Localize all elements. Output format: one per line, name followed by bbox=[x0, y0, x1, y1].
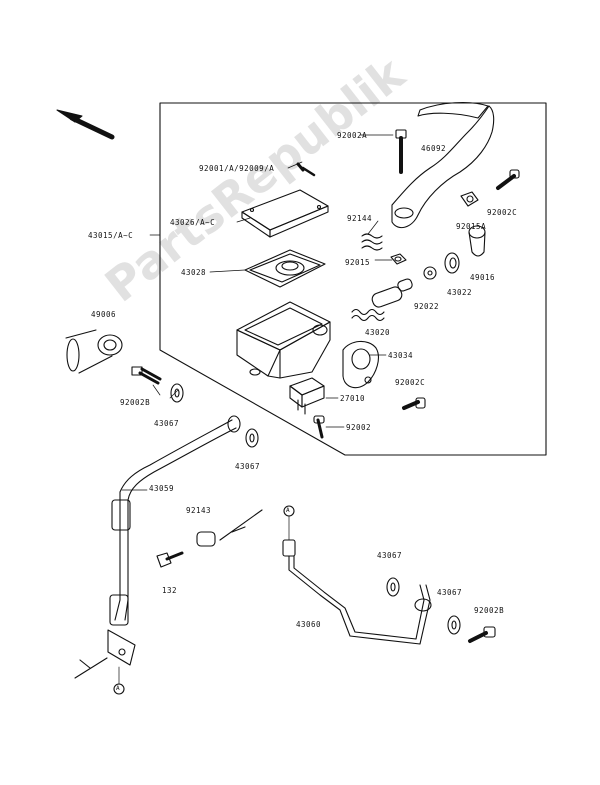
part-label-43067-a: 43067 bbox=[154, 419, 180, 428]
brake-pipe bbox=[282, 539, 432, 645]
part-label-92002A: 92002A bbox=[337, 131, 368, 140]
part-label-92015: 92015 bbox=[345, 258, 371, 267]
part-label-92002B: 92002B bbox=[120, 398, 151, 407]
diaphragm bbox=[244, 249, 326, 288]
brake-switch bbox=[289, 377, 325, 415]
part-label-43059: 43059 bbox=[149, 484, 175, 493]
marker-label-a-hose: A bbox=[116, 685, 121, 692]
brake-hose bbox=[74, 415, 241, 679]
part-label-92015A: 92015A bbox=[456, 222, 487, 231]
washer-43067-b bbox=[245, 428, 259, 448]
washer-43022 bbox=[444, 252, 460, 274]
banjo-bolt bbox=[131, 366, 162, 385]
part-label-43020: 43020 bbox=[365, 328, 391, 337]
part-label-43028: 43028 bbox=[181, 268, 207, 277]
part-label-92002C-top: 92002C bbox=[487, 208, 518, 217]
marker-label-a-pipe: A bbox=[286, 507, 291, 514]
part-label-27010: 27010 bbox=[340, 394, 366, 403]
bolt-92002A bbox=[395, 129, 407, 174]
part-label-43022: 43022 bbox=[447, 288, 473, 297]
banjo-bolt-bottom bbox=[468, 626, 496, 643]
piston-assembly bbox=[351, 278, 413, 322]
part-label-49006: 49006 bbox=[91, 310, 117, 319]
direction-arrow-icon bbox=[56, 109, 115, 140]
hose-guide bbox=[196, 509, 263, 547]
part-label-92002B-bottom: 92002B bbox=[474, 606, 505, 615]
part-label-49016: 49016 bbox=[470, 273, 496, 282]
part-label-92022: 92022 bbox=[414, 302, 440, 311]
part-label-43067-c: 43067 bbox=[377, 551, 403, 560]
bolt-92002C bbox=[496, 169, 520, 190]
spring bbox=[361, 233, 383, 251]
part-label-43067-d: 43067 bbox=[437, 588, 463, 597]
part-label-43015: 43015/A~C bbox=[88, 231, 134, 240]
assembly-frame bbox=[159, 102, 547, 456]
part-label-92002C-mid: 92002C bbox=[395, 378, 426, 387]
washer-43067-a bbox=[170, 383, 184, 403]
part-label-43026: 43026/A~C bbox=[170, 218, 216, 227]
reservoir-cap bbox=[241, 189, 329, 238]
washer-43067-c bbox=[386, 577, 400, 597]
part-label-92143: 92143 bbox=[186, 506, 212, 515]
washer-43067-d bbox=[447, 615, 461, 635]
part-label-132: 132 bbox=[162, 586, 178, 595]
part-label-43034: 43034 bbox=[388, 351, 414, 360]
part-label-92144: 92144 bbox=[347, 214, 373, 223]
bolt-132 bbox=[156, 551, 184, 568]
part-label-46092: 46092 bbox=[421, 144, 447, 153]
switch-screw bbox=[313, 415, 325, 439]
part-label-43060: 43060 bbox=[296, 620, 322, 629]
nut bbox=[390, 253, 407, 265]
part-label-92001: 92001/A/92009/A bbox=[199, 164, 275, 173]
part-label-92002: 92002 bbox=[346, 423, 372, 432]
cap-screw bbox=[296, 162, 316, 177]
nut-92015A bbox=[460, 191, 479, 207]
washer-92022 bbox=[423, 266, 437, 280]
pivot-collar bbox=[468, 225, 486, 257]
brake-lever bbox=[391, 102, 495, 229]
bolt-92002C-mid bbox=[402, 397, 426, 410]
part-label-43067-b: 43067 bbox=[235, 462, 261, 471]
master-cylinder-body bbox=[236, 301, 331, 379]
bleeder-cap bbox=[65, 329, 123, 374]
lever-clamp bbox=[342, 340, 379, 389]
